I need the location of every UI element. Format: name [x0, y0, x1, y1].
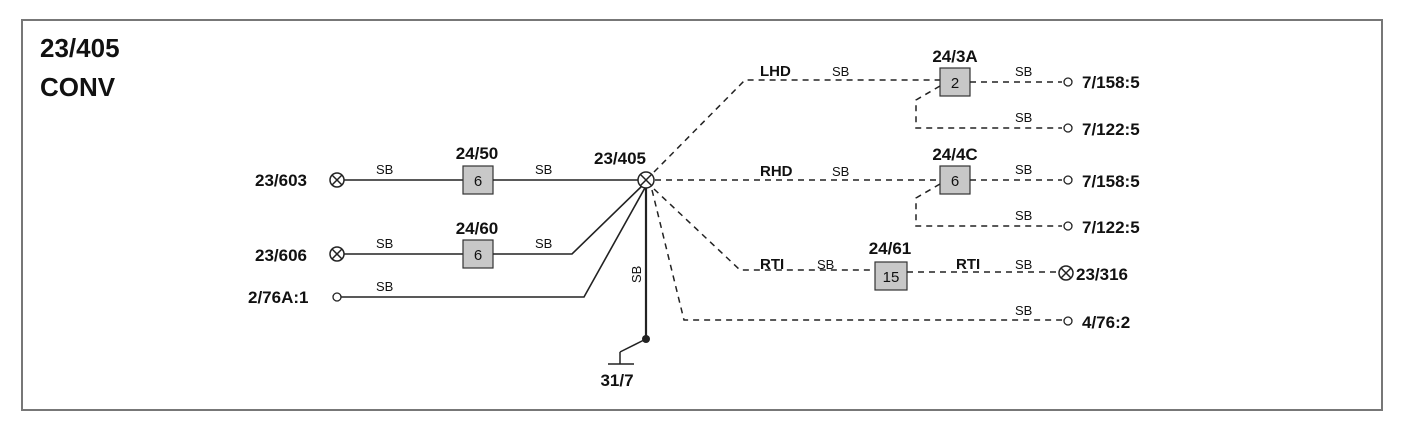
diagram-frame [21, 19, 1383, 411]
terminal-icon-7-122-5 [1063, 221, 1073, 231]
fuse-value-24-4c: 6 [951, 173, 959, 190]
fuse-box-24-50 [462, 165, 494, 195]
mode-label-lhd: LHD [760, 63, 791, 80]
wire-code-label: SB [1015, 64, 1032, 79]
connector-icon-23-316 [1058, 265, 1074, 281]
output-label-4-76-2: 4/76:2 [1082, 313, 1130, 332]
terminal-icon-7-122-5 [1063, 123, 1073, 133]
wire-24-60-to-hub [493, 183, 645, 255]
wire-code-label: SB [629, 266, 644, 283]
wire-code-label: SB [1015, 303, 1032, 318]
fuse-value-24-60: 6 [474, 247, 482, 264]
connector-icon-23-603 [329, 172, 345, 188]
output-label-7-158-5: 7/158:5 [1082, 172, 1140, 191]
fuse-box-24-3a [939, 67, 971, 97]
mode-label-rhd: RHD [760, 163, 793, 180]
wire-code-label: SB [376, 236, 393, 251]
mode-label-rti-out: RTI [956, 256, 980, 273]
wire-code-label: SB [1015, 162, 1032, 177]
mode-label-rti: RTI [760, 256, 784, 273]
ground-symbol-icon [608, 338, 647, 365]
fuse-id-24-3a: 24/3A [932, 47, 977, 66]
hub-label: 23/405 [594, 149, 646, 168]
fuse-value-24-50: 6 [474, 173, 482, 190]
branch-4-76-2 [651, 189, 1062, 321]
source-label-2-76a-1: 2/76A:1 [248, 288, 308, 307]
wire-code-label: SB [817, 257, 834, 272]
terminal-icon-7-158-5 [1063, 77, 1073, 87]
output-label-7-158-5: 7/158:5 [1082, 73, 1140, 92]
source-label-23-603: 23/603 [255, 171, 307, 190]
fuse-id-24-61: 24/61 [869, 239, 912, 258]
fuse-value-24-61: 15 [883, 269, 900, 286]
fuse-id-24-60: 24/60 [456, 219, 499, 238]
wire-code-label: SB [535, 236, 552, 251]
output-label-7-122-5: 7/122:5 [1082, 120, 1140, 139]
connector-icon-23-606 [329, 246, 345, 262]
wire-code-label: SB [1015, 110, 1032, 125]
fuse-value-24-3a: 2 [951, 75, 959, 92]
wire-code-label: SB [1015, 257, 1032, 272]
wire-code-label: SB [832, 164, 849, 179]
wire-code-label: SB [535, 162, 552, 177]
branch-lhd [653, 79, 940, 173]
fuse-id-24-4c: 24/4C [932, 145, 977, 164]
ground-label: 31/7 [600, 371, 633, 390]
terminal-icon-2-76a-1 [332, 292, 342, 302]
wire-code-label: SB [1015, 208, 1032, 223]
wire-2-76a-1-to-hub [341, 185, 647, 298]
wire-code-label: SB [376, 162, 393, 177]
diagram-subtitle: CONV [40, 72, 116, 102]
diagram-title: 23/405 [40, 33, 120, 63]
terminal-icon-4-76-2 [1063, 316, 1073, 326]
fuse-box-24-61 [874, 261, 908, 291]
wire-code-label: SB [832, 64, 849, 79]
output-label-23-316: 23/316 [1076, 265, 1128, 284]
wire-24-4c-out-2 [915, 183, 1062, 227]
wire-code-label: SB [376, 279, 393, 294]
source-label-23-606: 23/606 [255, 246, 307, 265]
fuse-box-24-60 [462, 239, 494, 269]
output-label-7-122-5: 7/122:5 [1082, 218, 1140, 237]
hub-connector-icon [637, 171, 655, 189]
terminal-icon-7-158-5 [1063, 175, 1073, 185]
wire-24-3a-out-2 [915, 85, 1062, 129]
fuse-id-24-50: 24/50 [456, 144, 499, 163]
